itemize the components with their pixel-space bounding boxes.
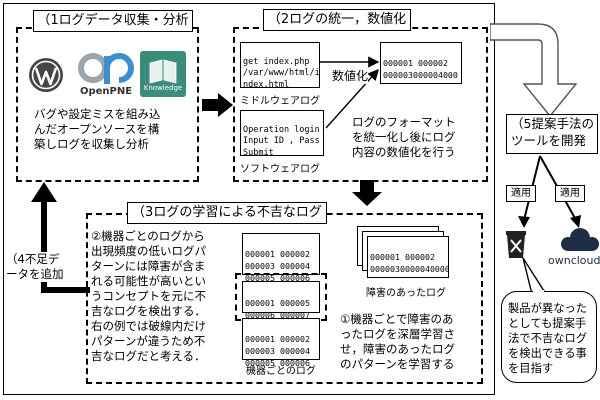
- section2-desc: ログのフォーマット を統一化し後にログ 内容の数値化を行う: [352, 115, 456, 160]
- log-line: Submit: [243, 147, 274, 156]
- section3-desc-line: ったログを深層学習さ: [340, 327, 455, 341]
- device-log-line: 000005 000006: [245, 273, 310, 283]
- section1-desc-line: 築しログを収集し分析: [34, 137, 149, 151]
- bubble-line: としても提案手: [508, 317, 587, 330]
- section3-desc-line: れる可能性が高いとい: [91, 274, 206, 288]
- section3-desc-line: のパターンを学習する: [340, 357, 455, 371]
- section3-desc-line: 出現頻度の低いログパ: [91, 244, 206, 258]
- section1-title: （1ログデータ収集・分析: [33, 10, 193, 32]
- product-logo-icon: [506, 231, 526, 258]
- fault-log-line: 00006: [370, 275, 446, 277]
- section3-desc-line: ②機器ごとのログから: [91, 229, 205, 243]
- outline-curved-arrow-icon: [490, 23, 578, 118]
- section5-title-line: （5提案手法の: [511, 116, 594, 131]
- owncloud-label: owncloud: [548, 254, 600, 267]
- fault-log-line: 0000030000040000: [370, 264, 449, 274]
- middleware-log-label: ミドルウェアログ: [240, 96, 320, 107]
- section3-desc-line: 吉なログを検出する．: [91, 304, 206, 318]
- device-log-line: 000005 000006: [245, 358, 310, 368]
- fault-log-label: 障害のあったログ: [366, 288, 446, 299]
- section3-left-desc: ②機器ごとのログから 出現頻度の低いログパ ターンには障害が含ま れる可能性が高…: [91, 229, 206, 364]
- device-log-label: 機器ごとのログ: [246, 366, 316, 377]
- section3-desc-line: うコンセプトを元に不: [91, 289, 206, 303]
- fault-log-box: 000001 000002 000003000004000000006: [367, 236, 449, 278]
- device-log-box: 000001 000002 000003 000004 000005 000006: [242, 233, 320, 283]
- section3-desc-line: ①機器ごとで障害のあ: [340, 312, 454, 326]
- bubble-line: 法で不吉なログ: [508, 332, 588, 345]
- openpne-label: OpenPNE: [79, 86, 133, 97]
- device-log-box-anomalous: 000001 000005 000006 000007: [242, 281, 320, 320]
- fault-log-line: 000001 000002: [370, 252, 435, 262]
- log-line: Input ID , Pass: [243, 136, 320, 146]
- speech-bubble: [501, 291, 597, 383]
- down-block-arrow-icon: [352, 180, 382, 206]
- section1-desc: バグや設定ミスを組み込 んだオープンソースを構 築しログを収集し分析: [34, 107, 161, 152]
- right-block-arrow-icon: [202, 93, 233, 117]
- section4-desc-line: （4不足デ: [6, 252, 60, 266]
- openpne-logo: [78, 53, 134, 84]
- device-log-box: 000001 000002 000003 000004 000005 000006: [242, 318, 320, 368]
- device-log-line: 000001 000002: [245, 249, 310, 259]
- apply-label-right: 適用: [555, 185, 585, 202]
- knowledge-logo: Knowledge: [140, 51, 186, 97]
- numeric-line: 000001 000002: [383, 58, 448, 68]
- apply-label-left: 適用: [506, 185, 536, 202]
- section3-desc-line: せ，障害のあったログ: [340, 342, 455, 356]
- section5-title: （5提案手法の ツールを開発: [506, 114, 598, 154]
- log-line: get index.php: [243, 56, 310, 67]
- section1-desc-line: バグや設定ミスを組み込: [34, 107, 161, 121]
- log-line: Operation login: [243, 124, 320, 135]
- section2-title: （2ログの統一，数値化: [263, 9, 411, 31]
- device-log-line: 000006 000007: [245, 310, 310, 320]
- conversion-arrows: [320, 56, 380, 129]
- section1-desc-line: んだオープンソースを構: [34, 122, 160, 136]
- anomaly-highlight-dashed: [235, 273, 327, 321]
- wordpress-icon: [29, 58, 63, 92]
- device-log-line: 000001 000005: [245, 298, 310, 308]
- feedback-arrow-icon: [31, 182, 90, 293]
- section3-right-desc: ①機器ごとで障害のあ ったログを深層学習さ せ，障害のあったログ のパターンを学…: [340, 312, 455, 372]
- section5-title-line: ツールを開発: [511, 133, 587, 148]
- bubble-line: を目指す: [508, 362, 554, 375]
- software-log-label: ソフトウェアログ: [240, 164, 320, 175]
- diagram-frame: [3, 3, 495, 395]
- log-line: ndex.html: [243, 79, 290, 88]
- log-line: /var/www/html/i: [243, 68, 320, 78]
- numeric-line: 000003000004000: [383, 70, 458, 80]
- numeric-log-box: 000001 000002 00000300000400005000006: [380, 42, 462, 84]
- knowledge-label: Knowledge: [143, 84, 183, 92]
- speech-bubble-tail-cover: [533, 290, 544, 294]
- section3-desc-line: パターンが違うため不: [91, 334, 206, 348]
- bubble-line: 製品が異なった: [508, 302, 588, 315]
- owncloud-icon: [561, 228, 599, 251]
- section4-desc: （4不足デ ータを追加: [6, 252, 68, 282]
- section4-desc-line: ータを追加: [6, 267, 64, 281]
- book-icon: [149, 59, 177, 84]
- device-log-line: 000003 000004: [245, 261, 310, 271]
- section3-title: （3ログの学習による不吉なログ: [127, 202, 327, 224]
- device-log-line: 000003 000004: [245, 346, 310, 356]
- numeric-conversion-label: 数値化: [332, 67, 369, 84]
- section2-desc-line: を統一化し後にログ: [352, 130, 456, 144]
- section2-desc-line: 内容の数値化を行う: [352, 145, 456, 159]
- section3-desc-line: 吉なログだと考える．: [91, 349, 206, 363]
- section3-desc-line: 右の例では破線内だけ: [91, 319, 206, 333]
- section2-desc-line: ログのフォーマット: [352, 115, 456, 129]
- speech-bubble-text: 製品が異なった としても提案手 法で不吉なログ を検出できる事 を目指す: [508, 301, 587, 376]
- device-log-line: 000001 000002: [245, 334, 310, 344]
- section3-desc-line: ターンには障害が含ま: [91, 259, 206, 273]
- bubble-line: を検出できる事: [508, 347, 587, 360]
